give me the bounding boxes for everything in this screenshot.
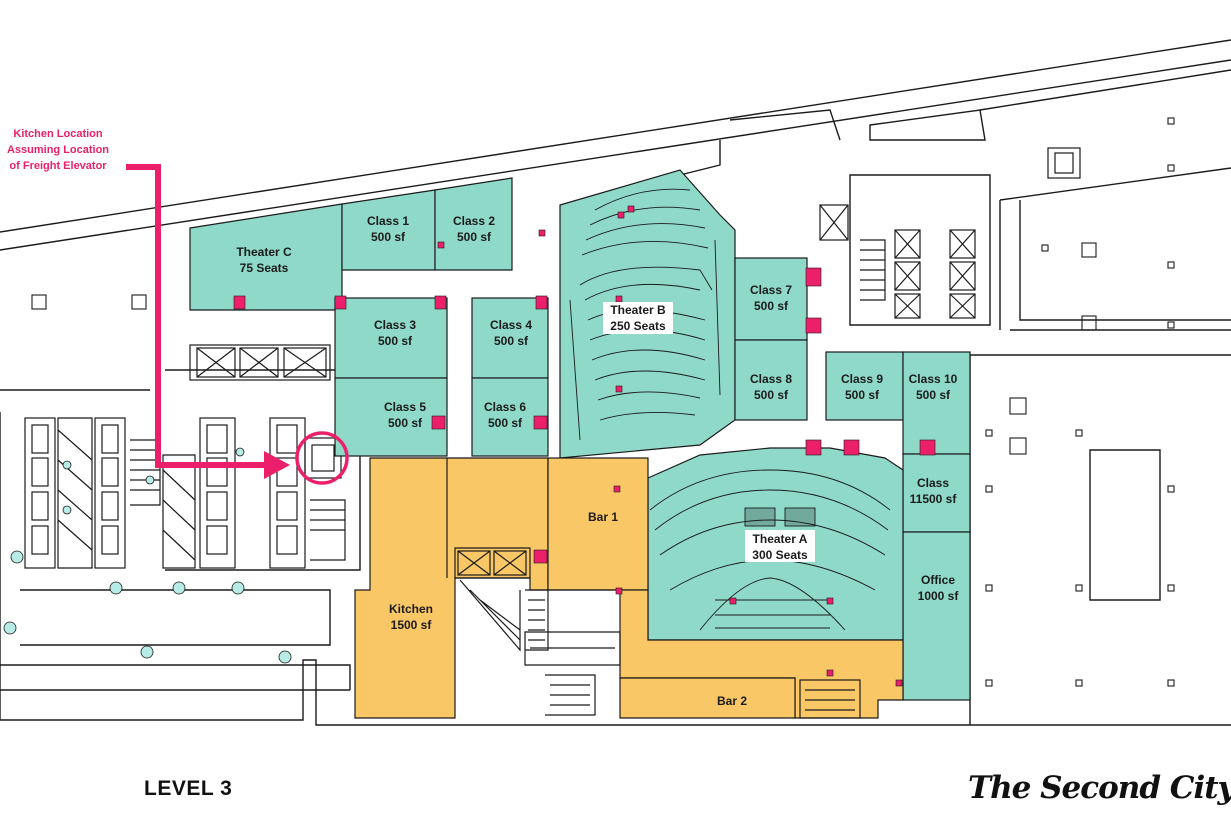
room-labels: Theater C 75 Seats Class 1 500 sf Class … [236, 214, 959, 708]
room-class5-detail: 500 sf [388, 416, 423, 430]
room-class9-name: Class 9 [841, 372, 883, 386]
room-class11-name: Class [917, 476, 949, 490]
room-class7-name: Class 7 [750, 283, 792, 297]
building-outline [0, 39, 1231, 726]
room-class6-name: Class 6 [484, 400, 526, 414]
classroom-spaces [189, 169, 971, 701]
room-class6-detail: 500 sf [488, 416, 523, 430]
theater-a-seating [649, 469, 891, 631]
brand-logo: The Second City® [968, 770, 1231, 806]
right-core [819, 147, 1081, 319]
room-class1-name: Class 1 [367, 214, 409, 228]
room-class4-name: Class 4 [490, 318, 532, 332]
room-class1-detail: 500 sf [371, 230, 406, 244]
room-theater-b-name: Theater B [610, 303, 666, 317]
room-theater-a-name: Theater A [753, 532, 808, 546]
room-class5-name: Class 5 [384, 400, 426, 414]
room-kitchen-detail: 1500 sf [391, 618, 433, 632]
room-class3-name: Class 3 [374, 318, 416, 332]
annotation-line-1: Kitchen Location [13, 128, 103, 140]
room-class3-detail: 500 sf [378, 334, 413, 348]
room-class9-detail: 500 sf [845, 388, 880, 402]
magenta-markers [233, 205, 936, 687]
fixture-circles [3, 447, 292, 664]
room-theater-c-detail: 75 Seats [240, 261, 289, 275]
room-office-detail: 1000 sf [918, 589, 960, 603]
theater-b-seating [569, 188, 721, 441]
room-theater-a-detail: 300 Seats [752, 548, 808, 562]
kitchen-location-annotation: Kitchen Location Assuming Location of Fr… [7, 128, 349, 485]
level-title: LEVEL 3 [144, 777, 233, 800]
room-class8-detail: 500 sf [754, 388, 789, 402]
freight-elevator-highlight [295, 431, 349, 485]
bar-kitchen-spaces [354, 457, 904, 719]
room-class11-detail: 11500 sf [910, 492, 958, 506]
arrow-head-icon [264, 451, 290, 479]
annotation-arrow [126, 164, 268, 468]
theater-b-label-bg [603, 302, 673, 334]
room-class10-name: Class 10 [909, 372, 958, 386]
room-class7-detail: 500 sf [754, 299, 789, 313]
room-class2-name: Class 2 [453, 214, 495, 228]
room-bar1-name: Bar 1 [588, 510, 618, 524]
room-kitchen-name: Kitchen [389, 602, 433, 616]
interior-walls [446, 458, 861, 719]
room-bar2-name: Bar 2 [717, 694, 747, 708]
room-class4-detail: 500 sf [494, 334, 529, 348]
room-theater-b-detail: 250 Seats [610, 319, 666, 333]
room-theater-c-name: Theater C [236, 245, 292, 259]
annotation-line-2: Assuming Location [7, 144, 109, 156]
room-class2-detail: 500 sf [457, 230, 492, 244]
brand-name: The Second City [968, 770, 1231, 806]
annotation-line-3: of Freight Elevator [9, 160, 107, 172]
theater-a-label-bg [745, 530, 815, 562]
room-office-name: Office [921, 573, 955, 587]
room-class8-name: Class 8 [750, 372, 792, 386]
structural-columns [31, 117, 1175, 687]
room-class10-detail: 500 sf [916, 388, 951, 402]
